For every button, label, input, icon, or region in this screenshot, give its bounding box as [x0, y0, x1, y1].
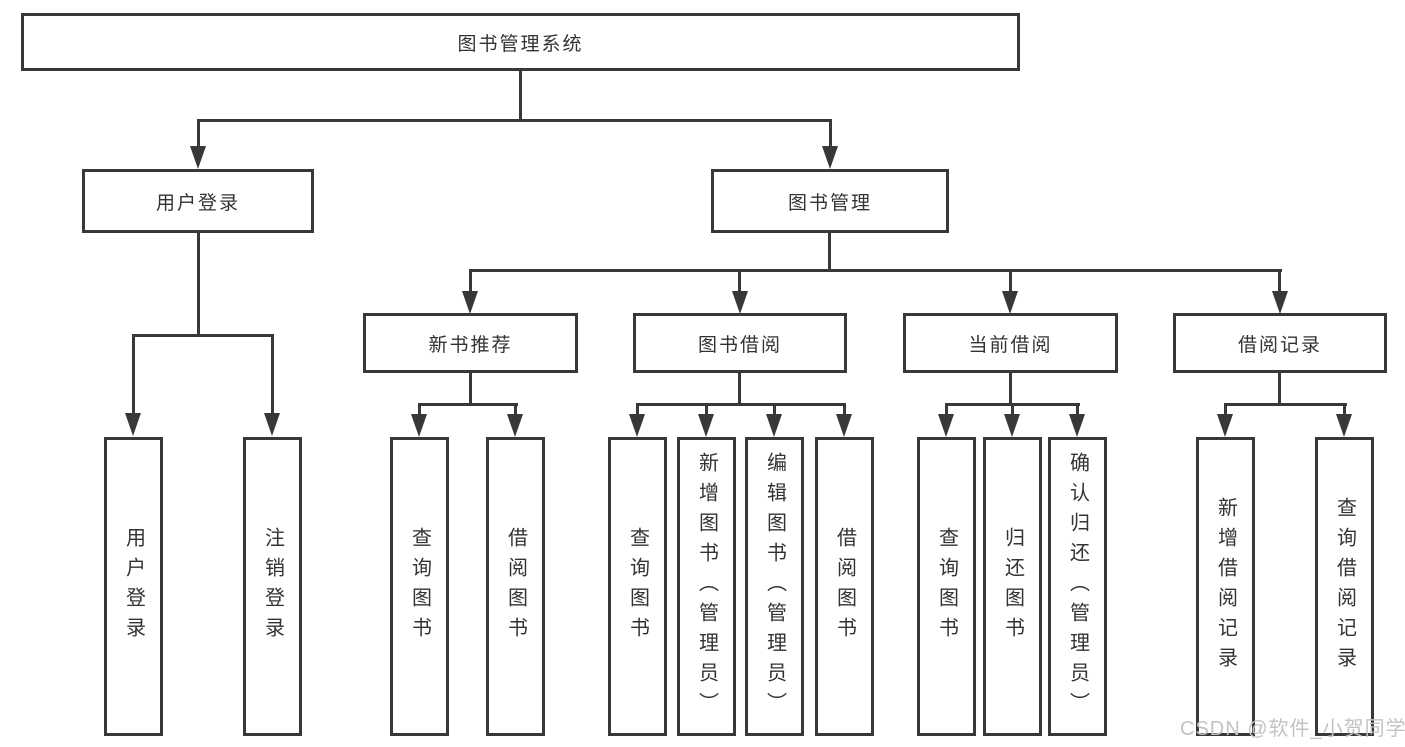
connector-arrowhead [629, 414, 645, 437]
connector-line [945, 403, 948, 415]
node-current-borrow: 当前借阅 [903, 313, 1118, 373]
node-label: 注销登录 [261, 526, 284, 647]
node-label: 图书管理 [787, 192, 872, 214]
connector-line [132, 334, 274, 337]
connector-line [828, 233, 831, 271]
leaf-query-books-1: 查询图书 [390, 437, 449, 736]
connector-line [636, 403, 846, 406]
connector-arrowhead [1217, 414, 1233, 437]
node-label: 图书借阅 [697, 334, 782, 356]
leaf-query-borrow-record: 查询借阅记录 [1315, 437, 1374, 736]
connector-line [636, 403, 639, 415]
connector-line [843, 403, 846, 415]
node-label: 查询图书 [408, 526, 431, 647]
connector-line [519, 71, 522, 121]
connector-arrowhead [125, 413, 141, 436]
node-label: 图书管理系统 [457, 33, 584, 55]
node-label: 编辑图书（管理员） [763, 451, 786, 722]
connector-arrowhead [698, 414, 714, 437]
csdn-watermark: CSDN @软件_小贺同学 [1180, 718, 1405, 740]
connector-arrowhead [411, 414, 427, 437]
leaf-query-books-2: 查询图书 [608, 437, 667, 736]
connector-arrowhead [264, 413, 280, 436]
leaf-borrow-books-2: 借阅图书 [815, 437, 874, 736]
leaf-add-book-admin: 新增图书（管理员） [677, 437, 736, 736]
leaf-edit-book-admin: 编辑图书（管理员） [745, 437, 804, 736]
node-book-management-system: 图书管理系统 [21, 13, 1020, 71]
connector-line [132, 334, 135, 414]
connector-arrowhead [822, 146, 838, 169]
connector-line [197, 119, 200, 149]
connector-arrowhead [766, 414, 782, 437]
connector-line [1009, 269, 1012, 293]
connector-line [1076, 403, 1079, 415]
node-label: 用户登录 [122, 526, 145, 647]
connector-arrowhead [1336, 414, 1352, 437]
connector-line [738, 269, 741, 293]
connector-arrowhead [1004, 414, 1020, 437]
node-user-login: 用户登录 [82, 169, 314, 233]
leaf-borrow-books-1: 借阅图书 [486, 437, 545, 736]
node-label: 用户登录 [155, 192, 240, 214]
connector-line [1224, 403, 1347, 406]
node-label: 借阅图书 [833, 526, 856, 647]
node-label: 新增图书（管理员） [695, 451, 718, 722]
node-book-management: 图书管理 [711, 169, 949, 233]
connector-line [469, 269, 1282, 272]
leaf-add-borrow-record: 新增借阅记录 [1196, 437, 1255, 736]
leaf-logout: 注销登录 [243, 437, 302, 736]
connector-line [1011, 403, 1014, 415]
connector-arrowhead [190, 146, 206, 169]
leaf-user-login: 用户登录 [104, 437, 163, 736]
node-label: 查询图书 [935, 526, 958, 647]
connector-line [418, 403, 421, 415]
connector-line [705, 403, 708, 415]
node-label: 当前借阅 [968, 334, 1053, 356]
leaf-return-book: 归还图书 [983, 437, 1042, 736]
connector-arrowhead [732, 291, 748, 314]
node-book-borrow: 图书借阅 [633, 313, 847, 373]
node-new-book-recommend: 新书推荐 [363, 313, 578, 373]
connector-line [1224, 403, 1227, 415]
connector-line [469, 269, 472, 293]
connector-line [773, 403, 776, 415]
connector-arrowhead [938, 414, 954, 437]
connector-arrowhead [1272, 291, 1288, 314]
node-label: 借阅图书 [504, 526, 527, 647]
node-label: 归还图书 [1001, 526, 1024, 647]
connector-line [271, 334, 274, 414]
node-label: 查询借阅记录 [1333, 496, 1356, 677]
connector-arrowhead [1069, 414, 1085, 437]
connector-line [1009, 373, 1012, 405]
connector-line [1278, 269, 1281, 293]
node-label: 新书推荐 [428, 334, 513, 356]
node-borrow-records: 借阅记录 [1173, 313, 1387, 373]
node-label: 确认归还（管理员） [1066, 451, 1089, 722]
connector-arrowhead [462, 291, 478, 314]
connector-line [514, 403, 517, 415]
connector-line [738, 373, 741, 405]
node-label: 查询图书 [626, 526, 649, 647]
connector-line [418, 403, 518, 406]
leaf-confirm-return-admin: 确认归还（管理员） [1048, 437, 1107, 736]
node-label: 新增借阅记录 [1214, 496, 1237, 677]
node-label: 借阅记录 [1237, 334, 1322, 356]
connector-arrowhead [836, 414, 852, 437]
connector-line [1278, 373, 1281, 405]
connector-line [197, 119, 832, 122]
connector-arrowhead [1002, 291, 1018, 314]
connector-line [197, 233, 200, 336]
connector-line [469, 373, 472, 405]
leaf-query-books-3: 查询图书 [917, 437, 976, 736]
connector-line [829, 119, 832, 149]
connector-line [1343, 403, 1346, 415]
connector-arrowhead [507, 414, 523, 437]
